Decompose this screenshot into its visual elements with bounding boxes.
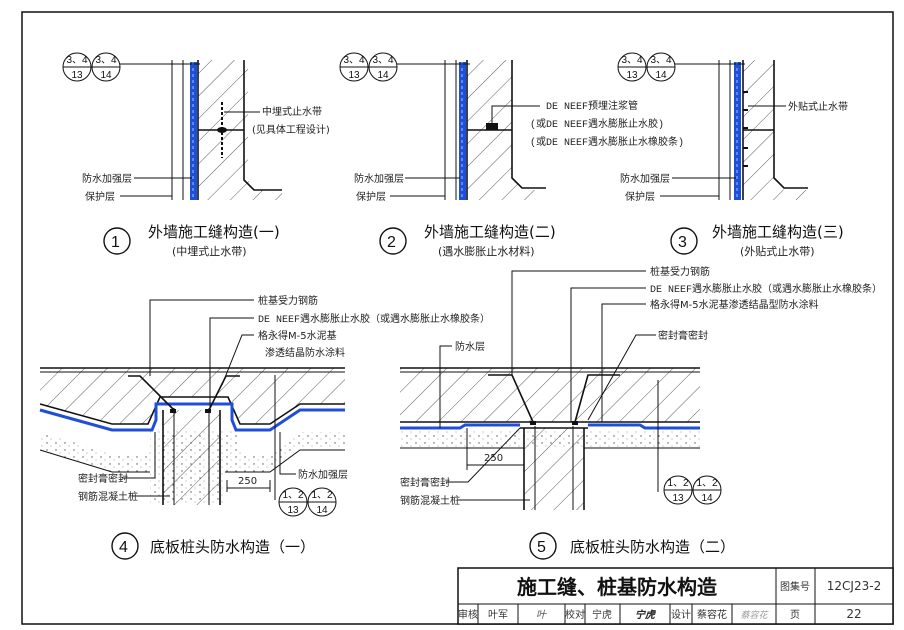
detail-title: 底板桩头防水构造（一） bbox=[150, 538, 315, 556]
label-concrete-pile: 钢筋混凝土桩 bbox=[400, 494, 460, 507]
sheet-title: 施工缝、桩基防水构造 bbox=[517, 575, 718, 599]
detail-number: 1 bbox=[111, 234, 120, 251]
svg-text:3、4: 3、4 bbox=[650, 55, 672, 66]
detail-2: 3、4 13 3、4 14 DE NEEF预埋注浆管 (或DE NEEF遇水膨胀… bbox=[339, 52, 684, 258]
detail-subtitle: (中埋式止水带) bbox=[172, 245, 247, 258]
reviewer-name: 叶军 bbox=[488, 609, 508, 621]
svg-text:1、2: 1、2 bbox=[282, 490, 304, 501]
label-reinforcement-layer: 防水加强层 bbox=[354, 172, 404, 185]
svg-text:1、2: 1、2 bbox=[311, 490, 333, 501]
svg-text:3、4: 3、4 bbox=[343, 55, 365, 66]
dimension-250: 250 bbox=[238, 476, 257, 487]
label-external-waterstop: 外贴式止水带 bbox=[788, 100, 848, 113]
title-block: 施工缝、桩基防水构造 图集号 12CJ23-2 审核 叶军 叶 校对 宁虎 宁虎… bbox=[457, 567, 894, 625]
label-concrete-pile: 钢筋混凝土桩 bbox=[78, 490, 138, 503]
detail-subtitle: (外贴式止水带) bbox=[740, 244, 815, 258]
label-coating-1: 格永得M-5水泥基 bbox=[258, 329, 337, 342]
label-pile-rebar: 桩基受力钢筋 bbox=[650, 265, 710, 278]
label-protection-layer: 保护层 bbox=[85, 190, 115, 203]
ref-bottom: 14 bbox=[100, 70, 112, 81]
detail-number: 2 bbox=[387, 234, 396, 251]
detail-title: 外墙施工缝构造(二) bbox=[424, 223, 556, 241]
dimension-250: 250 bbox=[484, 453, 503, 464]
label-sealant: 密封膏密封 bbox=[78, 472, 128, 485]
reference-marks: 3、4 13 3、4 14 bbox=[617, 52, 745, 82]
waterproof-layer bbox=[39, 402, 345, 432]
detail-4: 桩基受力钢筋 DE NEEF遇水膨胀止水胶（或遇水膨胀止水橡胶条） 格永得M-5… bbox=[39, 294, 490, 560]
checker-signature: 宁虎 bbox=[635, 609, 657, 621]
label-swelling-rubber: (或DE NEEF遇水膨胀止水橡胶条) bbox=[530, 135, 684, 149]
label-reinforcement-layer: 防水加强层 bbox=[82, 172, 132, 185]
detail-number: 5 bbox=[537, 539, 546, 556]
detail-subtitle: (遇水膨胀止水材料) bbox=[438, 244, 535, 258]
atlas-label: 图集号 bbox=[780, 580, 810, 593]
label-swelling-sealant: DE NEEF遇水膨胀止水胶（或遇水膨胀止水橡胶条） bbox=[258, 312, 490, 326]
detail-5: 桩基受力钢筋 DE NEEF遇水膨胀止水胶（或遇水膨胀止水橡胶条） 格永得M-5… bbox=[400, 265, 882, 560]
label-waterproof-layer: 防水层 bbox=[455, 340, 485, 353]
label-see-design: (见具体工程设计) bbox=[252, 123, 330, 136]
ref-top: 3、4 bbox=[66, 55, 88, 66]
floor-slab bbox=[40, 368, 345, 424]
svg-text:14: 14 bbox=[701, 493, 713, 504]
detail-number: 4 bbox=[119, 539, 128, 556]
pile bbox=[520, 426, 588, 510]
svg-text:14: 14 bbox=[655, 70, 667, 81]
detail-title: 外墙施工缝构造(三) bbox=[712, 223, 844, 241]
label-coating-2: 渗透结晶防水涂料 bbox=[265, 346, 345, 359]
label-waterstop: 中埋式止水带 bbox=[262, 105, 322, 118]
label-protection-layer: 保护层 bbox=[625, 190, 655, 203]
svg-text:14: 14 bbox=[316, 505, 328, 516]
reference-marks: 3、4 13 3、4 14 bbox=[62, 52, 200, 82]
check-label: 校对 bbox=[565, 608, 585, 621]
label-coating: 格永得M-5水泥基渗透结晶型防水涂料 bbox=[650, 298, 819, 311]
label-grouting-pipe: DE NEEF预埋注浆管 bbox=[546, 99, 638, 113]
pile bbox=[162, 408, 221, 505]
design-label: 设计 bbox=[671, 608, 691, 621]
page-label: 页 bbox=[790, 609, 800, 621]
page-number: 22 bbox=[846, 607, 861, 621]
reference-marks: 3、4 13 3、4 14 bbox=[339, 52, 470, 82]
waterproof-layer bbox=[400, 423, 700, 430]
svg-text:13: 13 bbox=[287, 505, 299, 516]
svg-text:3、4: 3、4 bbox=[372, 55, 394, 66]
detail-number: 3 bbox=[678, 234, 687, 251]
svg-text:1、2: 1、2 bbox=[696, 478, 718, 489]
svg-text:13: 13 bbox=[672, 493, 684, 504]
label-protection-layer: 保护层 bbox=[356, 190, 386, 203]
label-reinforcement-layer: 防水加强层 bbox=[620, 172, 670, 185]
svg-text:13: 13 bbox=[626, 70, 638, 81]
label-reinforcement-layer: 防水加强层 bbox=[298, 468, 348, 481]
label-swelling-sealant: (或DE NEEF遇水膨胀止水胶) bbox=[530, 117, 664, 131]
reviewer-signature: 叶 bbox=[536, 609, 547, 621]
atlas-number: 12CJ23-2 bbox=[827, 579, 881, 593]
review-label: 审核 bbox=[458, 608, 478, 621]
floor-slab bbox=[400, 368, 700, 422]
svg-text:14: 14 bbox=[377, 70, 389, 81]
designer-signature: 蔡容花 bbox=[740, 610, 769, 621]
label-sealant: 密封膏密封 bbox=[400, 476, 450, 489]
reference-marks: 1、2 13 1、2 14 bbox=[278, 487, 337, 517]
detail-1: 3、4 13 3、4 14 中埋式止水带 (见具体工程设计) 防水加强层 保护层… bbox=[62, 52, 330, 258]
label-swelling-sealant: DE NEEF遇水膨胀止水胶（或遇水膨胀止水橡胶条） bbox=[650, 282, 882, 296]
detail-title: 底板桩头防水构造（二） bbox=[570, 538, 735, 556]
checker-name: 宁虎 bbox=[592, 608, 612, 621]
detail-3: 3、4 13 3、4 14 外贴式止水带 防水加强层 保护层 3 外墙施工缝构造… bbox=[617, 52, 848, 258]
ref-bottom: 13 bbox=[71, 70, 83, 81]
grouting-pipe bbox=[486, 123, 498, 130]
external-waterstop bbox=[743, 91, 748, 167]
designer-name: 蔡容花 bbox=[697, 608, 727, 621]
detail-title: 外墙施工缝构造(一) bbox=[148, 223, 280, 241]
ref-top: 3、4 bbox=[95, 55, 117, 66]
svg-text:1、2: 1、2 bbox=[667, 478, 689, 489]
svg-text:3、4: 3、4 bbox=[621, 55, 643, 66]
wall-section bbox=[171, 60, 282, 200]
label-pile-rebar: 桩基受力钢筋 bbox=[258, 294, 318, 307]
reference-marks: 1、2 13 1、2 14 bbox=[663, 475, 722, 505]
label-sealant-top: 密封膏密封 bbox=[658, 329, 708, 342]
svg-text:13: 13 bbox=[348, 70, 360, 81]
